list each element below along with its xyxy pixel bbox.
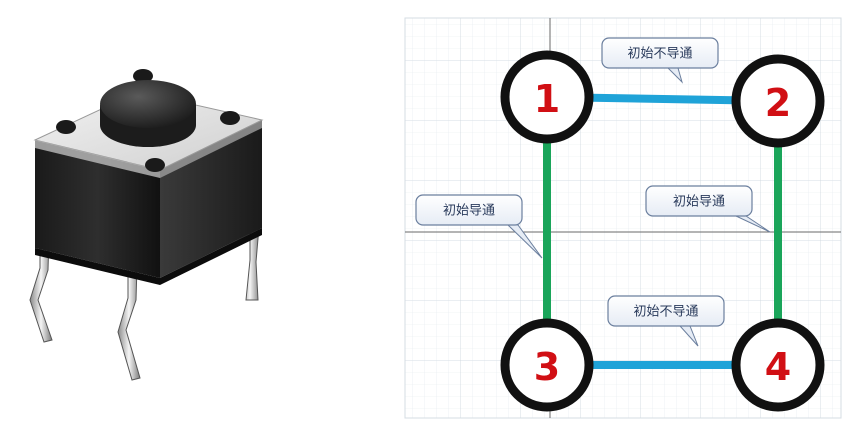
pin-number-label: 1 [534, 77, 560, 121]
callout-box [601, 37, 719, 69]
switch-body [35, 120, 262, 285]
pin-2: 2 [731, 54, 825, 148]
pin-3: 3 [500, 318, 594, 412]
pin-ring [500, 318, 594, 412]
pin-4: 4 [731, 318, 825, 412]
callout-label: 初始不导通 [633, 305, 698, 320]
pin-number-label: 2 [765, 81, 791, 125]
pin-number-label: 3 [534, 345, 560, 389]
callout-box [645, 185, 753, 217]
callout-box [415, 194, 523, 226]
callout-label: 初始不导通 [627, 47, 692, 62]
callout-3-4: 初始不导通 [607, 295, 725, 347]
callout-label: 初始导通 [443, 204, 495, 219]
pins-layer: 1 2 3 4 [500, 50, 825, 412]
tactile-switch-photo [29, 69, 264, 381]
callout-box [607, 295, 725, 327]
callout-label: 初始导通 [673, 195, 725, 210]
pin-ring [500, 50, 594, 144]
switch-pegs [56, 69, 240, 172]
callout-2-4: 初始导通 [645, 185, 771, 233]
pin-ring [731, 318, 825, 412]
pin-ring [731, 54, 825, 148]
callout-1-2: 初始不导通 [601, 37, 719, 84]
switch-button [100, 80, 196, 147]
pin-number-label: 4 [765, 345, 791, 389]
pin-1: 1 [500, 50, 594, 144]
callout-1-3: 初始导通 [415, 194, 543, 259]
